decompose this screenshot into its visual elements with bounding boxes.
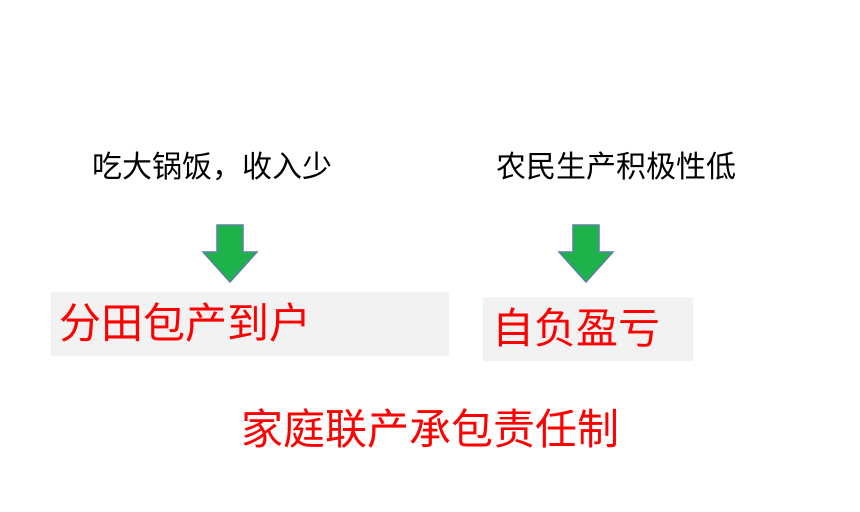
problem-text-left: 吃大锅饭，收入少 <box>92 150 332 185</box>
arrow-down-icon <box>557 224 615 284</box>
solution-box-left: 分田包产到户 <box>51 292 449 356</box>
solution-box-right: 自负盈亏 <box>483 297 693 361</box>
conclusion-title: 家庭联产承包责任制 <box>240 405 619 454</box>
problem-text-right: 农民生产积极性低 <box>496 150 736 185</box>
arrow-down-icon <box>201 224 259 284</box>
